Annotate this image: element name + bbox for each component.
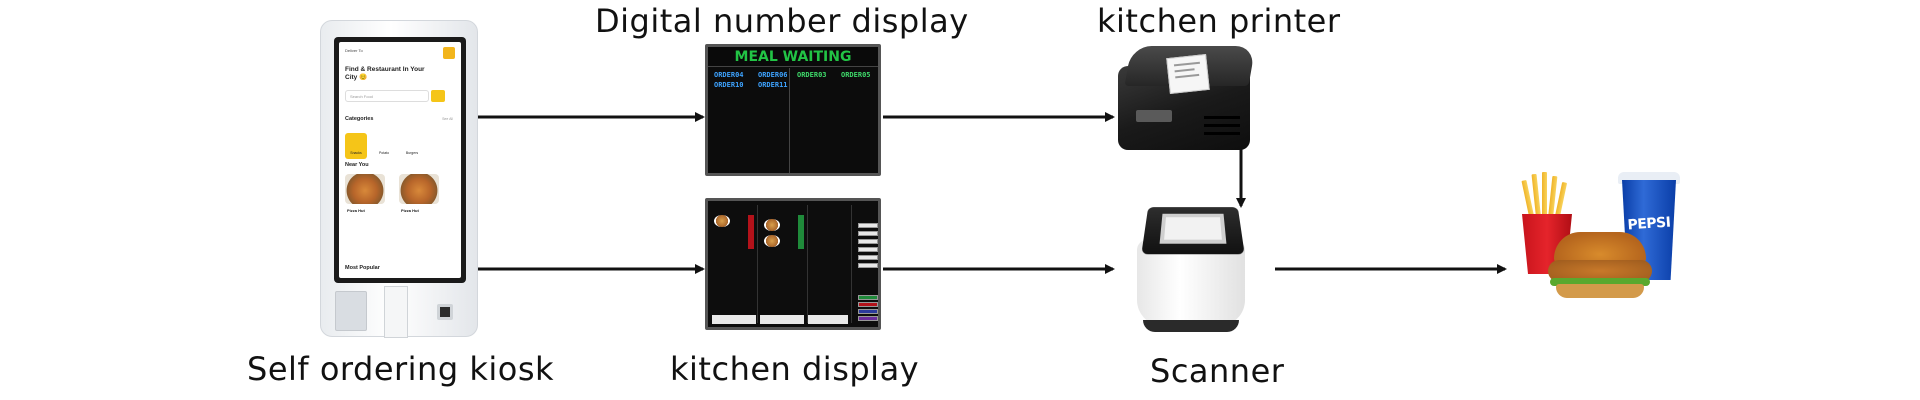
cup-brand-logo: PEPSI: [1627, 214, 1671, 234]
ready-orders-column: ORDER03 ORDER05: [791, 68, 878, 173]
kiosk-food-image: [399, 174, 439, 204]
order-number: ORDER04: [714, 71, 744, 79]
kitchen-order-column: [760, 205, 808, 323]
scanner-head: [1141, 207, 1245, 255]
kitchen-printer: [1118, 36, 1258, 152]
kitchen-action-button: [858, 263, 878, 268]
scanner-base: [1143, 320, 1239, 332]
order-number: ORDER03: [797, 71, 827, 79]
burger-bun-bottom: [1556, 284, 1644, 298]
kitchen-order-column: [810, 205, 852, 323]
kiosk-food-image: [345, 174, 385, 204]
kitchen-action-button: [858, 302, 878, 307]
burger-bun: [1554, 232, 1646, 264]
status-badge: [798, 215, 804, 249]
scanner-body: [1137, 240, 1245, 326]
kitchen-action-button: [858, 316, 878, 321]
food-thumbnail: [714, 215, 730, 227]
kitchen-footer-cell: [808, 315, 848, 324]
kiosk-search-input: Search Food: [345, 90, 429, 102]
kiosk-category-snacks: Snacks: [345, 133, 367, 159]
number-display-header: MEAL WAITING: [708, 47, 878, 67]
burger-lettuce: [1550, 278, 1650, 286]
food-thumbnail: [764, 219, 780, 231]
kiosk-food-label: Pizza Hut: [401, 208, 419, 213]
kitchen-order-column: [710, 205, 758, 323]
kitchen-action-button: [858, 239, 878, 244]
kitchen-action-button: [858, 247, 878, 252]
kiosk-greeting: Deliver To: [345, 48, 363, 53]
kiosk-card-slot: [384, 286, 408, 338]
label-scanner: Scanner: [1150, 352, 1285, 390]
kitchen-action-button: [858, 295, 878, 300]
kiosk-category-burgers: Burgers: [405, 151, 419, 155]
filter-icon: [431, 90, 445, 102]
kitchen-footer-cell: [760, 315, 804, 324]
kiosk-receipt-slot: [335, 291, 367, 331]
order-number: ORDER05: [841, 71, 871, 79]
food-meal-image: PEPSI: [1512, 170, 1684, 310]
label-number-display: Digital number display: [595, 2, 969, 40]
kiosk-most-popular-title: Most Popular: [345, 265, 380, 271]
order-number: ORDER10: [714, 81, 744, 89]
kiosk-food-label: Pizza Hut: [347, 208, 365, 213]
kitchen-action-button: [858, 255, 878, 260]
food-thumbnail: [764, 235, 780, 247]
printer-vent: [1204, 124, 1240, 127]
printer-panel: [1136, 110, 1172, 122]
receipt-paper: [1166, 54, 1210, 94]
kiosk-category-potato: Potato: [378, 151, 390, 155]
status-badge: [748, 215, 754, 249]
order-number: ORDER11: [758, 81, 788, 89]
kiosk-headline: Find & Restaurant In Your City 😊: [345, 66, 425, 81]
kitchen-display-screen: [705, 198, 881, 330]
digital-number-display: MEAL WAITING ORDER04 ORDER06 ORDER10 ORD…: [705, 44, 881, 176]
kitchen-action-button: [858, 309, 878, 314]
label-kitchen-display: kitchen display: [670, 350, 920, 388]
kiosk-categories-title: Categories: [345, 116, 374, 122]
kiosk-scanner-icon: [437, 304, 453, 320]
self-ordering-kiosk: Deliver To Find & Restaurant In Your Cit…: [320, 20, 478, 338]
printer-vent: [1204, 116, 1240, 119]
avatar: [443, 47, 455, 59]
waiting-orders-column: ORDER04 ORDER06 ORDER10 ORDER11: [708, 68, 790, 173]
kiosk-screen: Deliver To Find & Restaurant In Your Cit…: [334, 37, 466, 283]
scanner-window: [1159, 213, 1227, 244]
kiosk-near-you-title: Near You: [345, 162, 369, 168]
kiosk-see-all: See All: [442, 117, 453, 121]
kitchen-action-button: [858, 223, 878, 228]
order-number: ORDER06: [758, 71, 788, 79]
kitchen-footer-cell: [712, 315, 756, 324]
barcode-scanner: [1137, 196, 1245, 336]
burger-patty: [1548, 260, 1652, 282]
printer-vent: [1204, 132, 1240, 135]
kiosk-app: Deliver To Find & Restaurant In Your Cit…: [339, 42, 461, 278]
label-kitchen-printer: kitchen printer: [1097, 2, 1341, 40]
kitchen-action-button: [858, 231, 878, 236]
label-kiosk: Self ordering kiosk: [247, 350, 555, 388]
